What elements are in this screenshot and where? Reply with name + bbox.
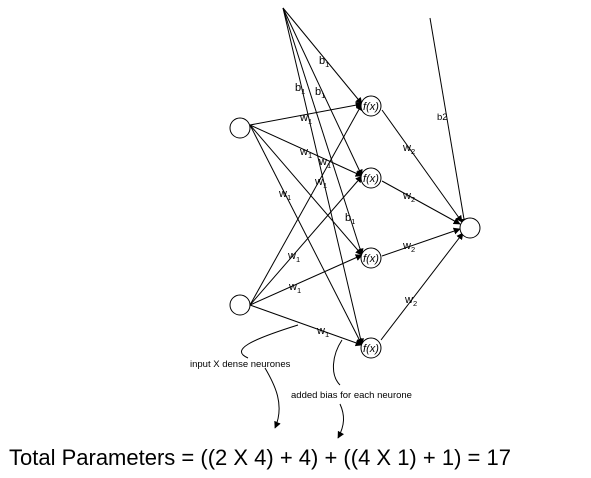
annotation-arrows (241, 324, 345, 439)
svg-text:f(x): f(x) (363, 343, 379, 355)
weight-w2-label: w2 (402, 142, 415, 156)
bias-b2-edge (429, 17, 468, 226)
weight-w1-label: w1 (318, 156, 331, 170)
total-parameters-formula: Total Parameters = ((2 X 4) + 4) + ((4 X… (9, 445, 511, 470)
svg-text:w1: w1 (299, 146, 312, 160)
svg-text:f(x): f(x) (363, 173, 379, 185)
hidden-node-1: f(x) (360, 95, 382, 117)
weight-w1-label: w1 (278, 188, 291, 202)
weight-w1-label: w1 (299, 146, 312, 160)
input-node-2 (229, 294, 251, 316)
svg-text:w1: w1 (287, 250, 300, 264)
hidden-node-4: f(x) (360, 337, 382, 359)
output-node (459, 217, 481, 239)
bias-b2-label: b2 (437, 112, 448, 123)
svg-text:w1: w1 (314, 176, 327, 190)
svg-text:w2: w2 (402, 190, 415, 204)
svg-text:f(x): f(x) (363, 101, 379, 113)
bias-note: added bias for each neurone (291, 390, 412, 401)
svg-text:w1: w1 (299, 112, 312, 126)
weight-w1-label: w1 (288, 281, 301, 295)
bias-b1-label: b1 (315, 86, 325, 100)
svg-text:f(x): f(x) (363, 253, 379, 265)
bias-b1-edges (282, 7, 364, 346)
svg-text:b1: b1 (345, 212, 355, 226)
weight-w1-label: w1 (287, 250, 300, 264)
weight-w2-label: w2 (404, 294, 417, 308)
input-node-1 (229, 117, 251, 139)
svg-text:w1: w1 (318, 156, 331, 170)
svg-text:b1: b1 (315, 86, 325, 100)
svg-text:w1: w1 (278, 188, 291, 202)
weight-w1-label: w1 (314, 176, 327, 190)
svg-text:w2: w2 (404, 294, 417, 308)
hidden-node-2: f(x) (360, 167, 382, 189)
bias-b1-label: b1 (295, 82, 305, 96)
hidden-node-3: f(x) (360, 247, 382, 269)
bias-b1-label: b1 (345, 212, 355, 226)
bias-b1-label: b1 (319, 55, 329, 69)
svg-text:w2: w2 (402, 142, 415, 156)
weight-w2-label: w2 (402, 190, 415, 204)
svg-text:w1: w1 (316, 325, 329, 339)
svg-text:w2: w2 (402, 240, 415, 254)
svg-text:b1: b1 (295, 82, 305, 96)
input-note: input X dense neurones (190, 359, 291, 370)
svg-text:w1: w1 (288, 281, 301, 295)
weight-w1-label: w1 (299, 112, 312, 126)
weight-w1-label: w1 (316, 325, 329, 339)
weight-w2-label: w2 (402, 240, 415, 254)
svg-text:b1: b1 (319, 55, 329, 69)
hidden-output-edges (380, 109, 464, 341)
input-hidden-edges (249, 101, 363, 347)
